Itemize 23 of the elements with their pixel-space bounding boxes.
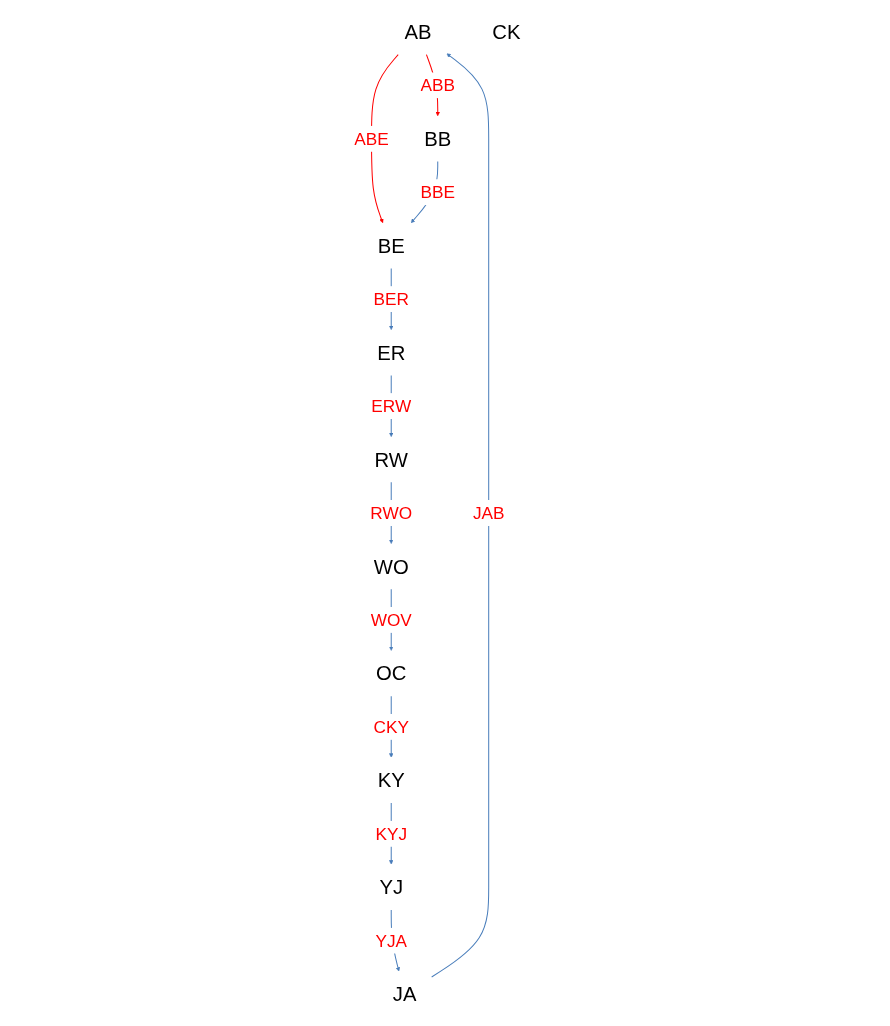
- node-text: OC: [376, 662, 407, 685]
- arrow: [431, 53, 490, 978]
- edge-label: YJA: [375, 930, 408, 951]
- node-text: KY: [377, 769, 405, 792]
- edge-label: ABE: [354, 128, 389, 149]
- edge-label: KYJ: [375, 823, 408, 844]
- node-text: JA: [392, 982, 417, 1006]
- node-text: ER: [377, 341, 406, 364]
- node-text: RW: [374, 448, 408, 471]
- edge-label: BER: [373, 289, 409, 309]
- edge-label: ERW: [371, 396, 412, 416]
- edge-label: RWO: [370, 503, 413, 523]
- node-text: BE: [377, 234, 405, 257]
- edge-label: WOV: [370, 610, 412, 630]
- node-text: WO: [373, 555, 409, 578]
- edge-label: CKY: [373, 716, 409, 737]
- node-text: AB: [404, 20, 432, 43]
- edge-label: BBE: [420, 182, 455, 202]
- edge-label: JAB: [472, 503, 505, 523]
- node-text: CK: [492, 20, 521, 43]
- edge-label: ABB: [420, 75, 455, 95]
- node-text: BB: [424, 127, 452, 150]
- node-text: YJ: [379, 876, 404, 899]
